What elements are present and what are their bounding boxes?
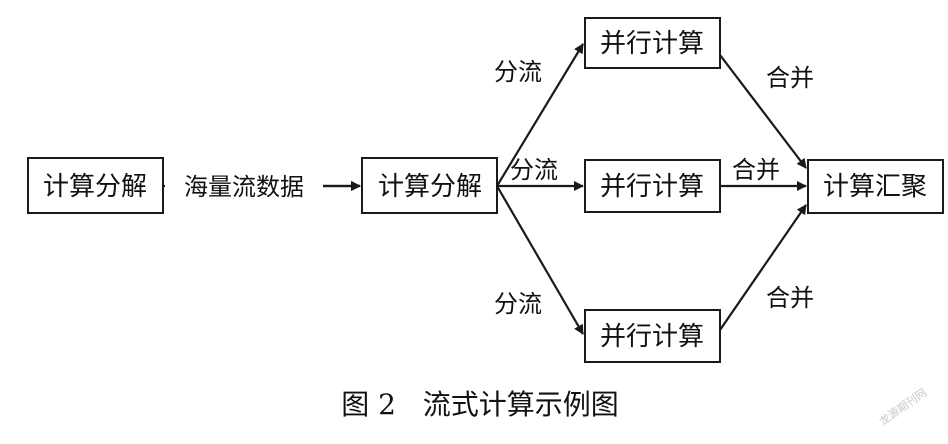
node-source-box <box>27 157 164 214</box>
edge-merge-bottom <box>719 204 807 331</box>
edge-input-label: 海量流数据 <box>184 173 304 201</box>
figure-caption: 图 2 流式计算示例图 <box>341 388 618 421</box>
edge-split-bottom-label: 分流 <box>494 290 542 318</box>
edge-split-mid-label: 分流 <box>510 156 558 184</box>
node-parallel-mid-label: 并行计算 <box>600 172 704 202</box>
node-parallel-top-box <box>584 17 721 69</box>
node-aggregate-box <box>807 159 944 214</box>
edge-merge-bottom-label: 合并 <box>766 284 814 312</box>
node-aggregate-label: 计算汇聚 <box>823 172 927 202</box>
node-decompose-box <box>361 157 498 214</box>
node-parallel-bottom-box <box>584 309 721 363</box>
edge-split-top-label: 分流 <box>494 58 542 86</box>
node-source-label: 计算分解 <box>43 172 147 202</box>
edge-input-label-bg <box>165 170 323 202</box>
edge-merge-top-label: 合并 <box>766 64 814 92</box>
edge-split-bottom <box>496 185 584 335</box>
edge-split-top <box>496 43 584 187</box>
edge-merge-mid-label: 合并 <box>732 156 780 184</box>
node-decompose-label: 计算分解 <box>378 172 482 202</box>
watermark-text: 龙源期刊网 <box>876 385 929 428</box>
edge-merge-top <box>719 54 807 169</box>
node-parallel-top-label: 并行计算 <box>600 29 704 59</box>
node-parallel-bottom-label: 并行计算 <box>600 322 704 352</box>
